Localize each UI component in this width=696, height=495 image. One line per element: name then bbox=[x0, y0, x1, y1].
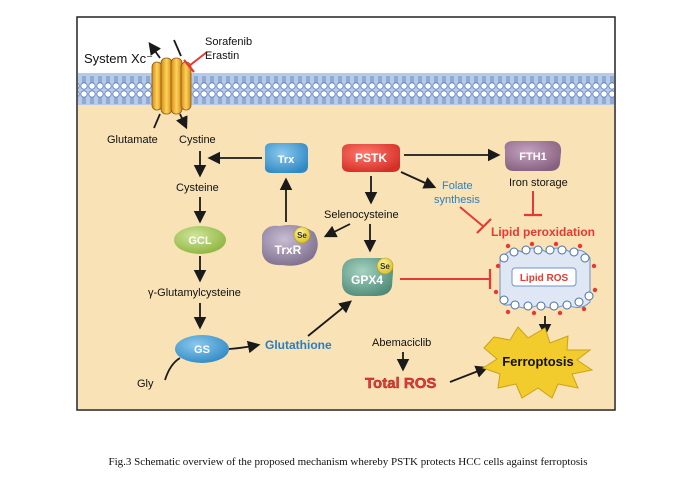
total-ros-label: Total ROS bbox=[365, 375, 436, 392]
trxr-se-label: Se bbox=[297, 231, 307, 240]
gpx4-se-label: Se bbox=[380, 262, 390, 271]
trx-protein bbox=[264, 143, 308, 173]
glutathione-label: Glutathione bbox=[265, 338, 332, 352]
pstk-to-folate-arrow bbox=[400, 171, 437, 189]
lipid-ros-membrane-cluster bbox=[493, 241, 598, 316]
fth1-label: FTH1 bbox=[519, 151, 547, 163]
figure-caption: Fig.3 Schematic overview of the proposed… bbox=[108, 456, 588, 468]
gs-label: GS bbox=[194, 344, 210, 356]
folate-label-line1: Folate bbox=[442, 180, 473, 192]
trx-label: Trx bbox=[278, 154, 295, 166]
system-xc-transporter bbox=[151, 57, 192, 115]
gpx4-selenium-badge bbox=[376, 257, 394, 275]
gpx4-label: GPX4 bbox=[351, 273, 383, 287]
glutamate-import-line bbox=[153, 113, 161, 129]
folate-inhibition-bar bbox=[476, 218, 492, 234]
iron-storage-label: Iron storage bbox=[509, 177, 568, 189]
pstk-label: PSTK bbox=[355, 151, 387, 165]
ferroptosis-burst bbox=[481, 326, 594, 399]
fth1-protein bbox=[504, 141, 562, 171]
gs-to-glutathione-arrow bbox=[228, 340, 261, 354]
cystine-import-line-top bbox=[173, 39, 182, 57]
sorafenib-label: Sorafenib bbox=[205, 36, 252, 48]
cystine-import-arrow bbox=[176, 113, 188, 130]
lipid-ros-label: Lipid ROS bbox=[520, 273, 569, 284]
total-ros-to-ferroptosis-arrow bbox=[449, 365, 489, 383]
glycine-input-line bbox=[164, 357, 181, 381]
gcl-enzyme bbox=[174, 226, 226, 254]
pstk-protein bbox=[342, 144, 400, 172]
cystine-label: Cystine bbox=[179, 134, 216, 146]
folate-label-line2: synthesis bbox=[434, 194, 480, 206]
gamma-glutamylcysteine-label: γ-Glutamylcysteine bbox=[148, 287, 241, 299]
lipid-peroxidation-label: Lipid peroxidation bbox=[491, 225, 595, 239]
glutamate-export-arrow bbox=[148, 41, 161, 59]
selenocysteine-to-trxr-arrow bbox=[323, 223, 351, 238]
ferroptosis-label: Ferroptosis bbox=[502, 354, 574, 369]
sorafenib-inhibition-line bbox=[188, 51, 208, 67]
glutathione-to-gpx4-arrow bbox=[307, 300, 352, 337]
sorafenib-inhibition-bar bbox=[183, 59, 195, 73]
erastin-label: Erastin bbox=[205, 50, 239, 62]
selenocysteine-label: Selenocysteine bbox=[324, 209, 399, 221]
trxr-selenium-badge bbox=[293, 226, 311, 244]
cysteine-label: Cysteine bbox=[176, 182, 219, 194]
trxr-label: TrxR bbox=[275, 243, 302, 257]
abemaciclib-label: Abemaciclib bbox=[372, 337, 431, 349]
system-xc-label: System Xc⁻ bbox=[84, 51, 153, 66]
folate-inhibition-line bbox=[459, 206, 485, 228]
glutamate-label: Glutamate bbox=[107, 134, 158, 146]
gcl-label: GCL bbox=[188, 235, 212, 247]
gs-enzyme bbox=[175, 335, 229, 363]
gly-label: Gly bbox=[137, 378, 154, 390]
